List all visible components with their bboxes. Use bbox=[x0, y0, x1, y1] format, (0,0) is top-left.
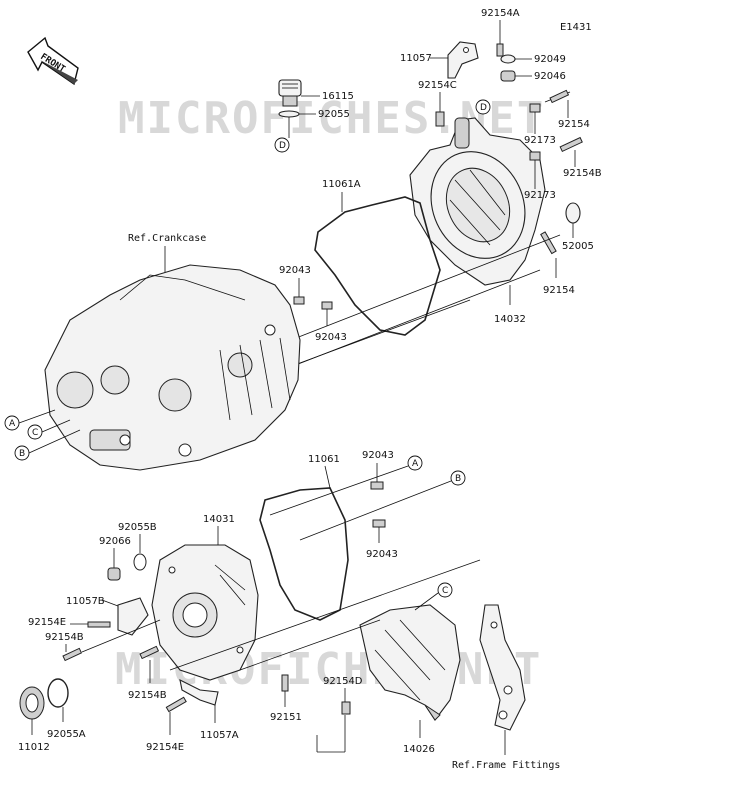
bracket-11057 bbox=[447, 41, 479, 79]
ref-frame-fittings: Ref.Frame Fittings bbox=[452, 760, 560, 771]
callout-b-right-text: B bbox=[455, 474, 461, 484]
label-92154C: 92154C bbox=[418, 80, 457, 91]
callout-a-right-text: A bbox=[412, 459, 419, 469]
front-arrow-icon: FRONT bbox=[27, 36, 79, 86]
generator-cover-14031 bbox=[151, 544, 259, 681]
callout-d-top-text: D bbox=[279, 141, 286, 151]
o-ring-92055 bbox=[278, 110, 300, 118]
callout-c-left-text: C bbox=[32, 428, 38, 438]
label-92154E-b: 92154E bbox=[146, 742, 184, 753]
callout-a-left-text: A bbox=[9, 419, 16, 429]
bolt-92154A bbox=[496, 43, 504, 57]
bolt-92154D bbox=[341, 701, 351, 715]
label-92154B-b: 92154B bbox=[128, 690, 167, 701]
dowel-92043-d bbox=[372, 519, 386, 528]
label-92043-a: 92043 bbox=[279, 265, 311, 276]
diagram-code: E1431 bbox=[560, 22, 592, 33]
label-11012: 11012 bbox=[18, 742, 50, 753]
label-92151: 92151 bbox=[270, 712, 302, 723]
label-92049: 92049 bbox=[534, 54, 566, 65]
label-92055A: 92055A bbox=[47, 729, 86, 740]
dowel-92043-b bbox=[321, 301, 333, 310]
label-16115: 16115 bbox=[322, 91, 354, 102]
o-ring-92055B bbox=[133, 553, 147, 571]
label-92066: 92066 bbox=[99, 536, 131, 547]
callout-b-right bbox=[450, 470, 466, 486]
label-92055: 92055 bbox=[318, 109, 350, 120]
label-92173-b: 92173 bbox=[524, 190, 556, 201]
label-14026: 14026 bbox=[403, 744, 435, 755]
callout-c-right bbox=[437, 582, 453, 598]
label-11057A: 11057A bbox=[200, 730, 239, 741]
label-92055B: 92055B bbox=[118, 522, 157, 533]
clutch-cover-14032: D bbox=[409, 99, 546, 286]
label-92043-b: 92043 bbox=[315, 332, 347, 343]
label-11061: 11061 bbox=[308, 454, 340, 465]
gasket-11061A bbox=[314, 196, 441, 336]
bolt-92154E-a bbox=[87, 621, 111, 628]
callout-c-right-text: C bbox=[442, 586, 448, 596]
callout-d-top bbox=[274, 137, 290, 153]
label-11061A: 11061A bbox=[322, 179, 361, 190]
label-92154A: 92154A bbox=[481, 8, 520, 19]
sprocket-cover-14026 bbox=[359, 604, 461, 721]
label-92154B-a: 92154B bbox=[45, 632, 84, 643]
oil-seal-52005 bbox=[565, 202, 581, 224]
bolt-92154-a bbox=[549, 89, 570, 104]
bolt-92154E-b bbox=[165, 696, 187, 713]
gasket-11061 bbox=[259, 487, 349, 621]
bolt-92151 bbox=[281, 674, 289, 692]
label-14032: 14032 bbox=[494, 314, 526, 325]
label-92154E-a: 92154E bbox=[28, 617, 66, 628]
grommet-92046 bbox=[500, 70, 516, 82]
bolt-92154-b bbox=[540, 231, 557, 255]
label-92043-c: 92043 bbox=[362, 450, 394, 461]
washer-92049 bbox=[500, 54, 516, 64]
callout-d-cover-text: D bbox=[480, 103, 487, 113]
label-92154-b: 92154 bbox=[543, 285, 575, 296]
dowel-92043-c bbox=[370, 481, 384, 490]
label-92043-d: 92043 bbox=[366, 549, 398, 560]
callout-a-right bbox=[407, 455, 423, 471]
label-11057: 11057 bbox=[400, 53, 432, 64]
bolt-92154B-top bbox=[559, 136, 583, 153]
label-52005: 52005 bbox=[562, 241, 594, 252]
crankcase-assembly bbox=[44, 264, 301, 471]
label-92154-a: 92154 bbox=[558, 119, 590, 130]
oil-filler-cap bbox=[278, 79, 302, 107]
nut-92173-b bbox=[529, 151, 541, 161]
ref-crankcase: Ref.Crankcase bbox=[128, 233, 206, 244]
dowel-92043-a bbox=[293, 296, 305, 305]
nut-92173-a bbox=[529, 103, 541, 113]
o-ring-92055A bbox=[47, 678, 69, 708]
bracket-11057B bbox=[117, 597, 149, 636]
label-14031: 14031 bbox=[203, 514, 235, 525]
label-11057B: 11057B bbox=[66, 596, 105, 607]
plug-92066 bbox=[107, 567, 121, 581]
label-92154D: 92154D bbox=[323, 676, 363, 687]
label-92046: 92046 bbox=[534, 71, 566, 82]
label-92154B-top: 92154B bbox=[563, 168, 602, 179]
label-92173-a: 92173 bbox=[524, 135, 556, 146]
bolt-92154B-a bbox=[62, 647, 83, 662]
callout-b-left-text: B bbox=[19, 449, 25, 459]
frame-fitting-bracket bbox=[479, 604, 526, 731]
bolt-92154B-b bbox=[139, 645, 160, 660]
bolt-92154C bbox=[435, 111, 445, 127]
